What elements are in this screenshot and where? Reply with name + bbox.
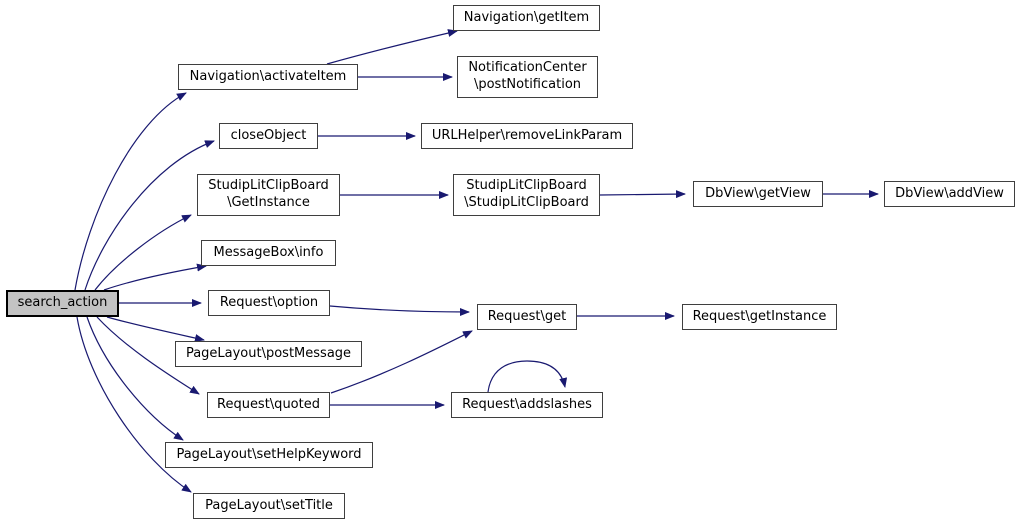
node-label: StudipLitClipBoard \StudipLitClipBoard xyxy=(464,178,589,210)
node-label: Request\addslashes xyxy=(462,396,592,412)
node-request-option[interactable]: Request\option xyxy=(208,290,330,316)
node-label: Request\getInstance xyxy=(692,308,827,324)
edge-searchaction-messageboxinfo xyxy=(103,263,207,291)
edge-searchaction-settitle xyxy=(76,316,192,493)
node-request-addslashes[interactable]: Request\addslashes xyxy=(451,392,603,418)
edge-addslashes-selfloop xyxy=(487,360,568,393)
edge-studiplitclipboard-getview xyxy=(599,190,686,199)
node-studiplitclipboard-studiplitclipboard[interactable]: StudipLitClipBoard \StudipLitClipBoard xyxy=(453,174,600,216)
edge-searchaction-closeobject xyxy=(84,140,215,291)
edge-activateitem-getitem xyxy=(326,29,458,65)
node-label: NotificationCenter \postNotification xyxy=(468,60,587,92)
node-urlhelper-removelinkparam[interactable]: URLHelper\removeLinkParam xyxy=(421,123,633,149)
node-pagelayout-sethelpkeyword[interactable]: PageLayout\setHelpKeyword xyxy=(165,442,373,468)
node-messagebox-info[interactable]: MessageBox\info xyxy=(201,240,336,266)
node-label: Request\option xyxy=(219,294,319,310)
edge-searchaction-postmessage xyxy=(106,316,205,342)
node-label: DbView\getView xyxy=(705,185,811,201)
edge-requestquoted-requestget xyxy=(330,330,473,394)
edge-searchaction-requestquoted xyxy=(96,316,200,395)
node-request-get[interactable]: Request\get xyxy=(477,304,577,330)
node-label: Navigation\activateItem xyxy=(189,68,347,84)
edge-searchaction-sethelpkeyword xyxy=(86,316,184,441)
node-label: Request\get xyxy=(487,308,567,324)
node-request-getinstance[interactable]: Request\getInstance xyxy=(682,304,837,330)
edge-searchaction-getinstance xyxy=(94,214,192,291)
node-studiplitclipboard-getinstance[interactable]: StudipLitClipBoard \GetInstance xyxy=(197,174,340,216)
node-label: MessageBox\info xyxy=(213,244,324,260)
node-search-action[interactable]: search_action xyxy=(6,290,119,317)
edge-searchaction-activateitem xyxy=(74,92,187,291)
node-dbview-getview[interactable]: DbView\getView xyxy=(693,181,823,207)
node-label: closeObject xyxy=(230,127,307,143)
node-label: PageLayout\setTitle xyxy=(205,497,333,513)
node-label: PageLayout\postMessage xyxy=(185,345,352,361)
node-pagelayout-settitle[interactable]: PageLayout\setTitle xyxy=(193,493,345,519)
node-label: PageLayout\setHelpKeyword xyxy=(176,446,362,462)
node-label: StudipLitClipBoard \GetInstance xyxy=(208,178,329,210)
node-label: Navigation\getItem xyxy=(463,9,590,25)
edge-requestoption-requestget xyxy=(329,305,470,316)
node-request-quoted[interactable]: Request\quoted xyxy=(207,392,330,418)
node-navigation-activateitem[interactable]: Navigation\activateItem xyxy=(178,64,358,90)
node-label: search_action xyxy=(17,295,108,311)
node-closeobject[interactable]: closeObject xyxy=(219,123,318,149)
node-label: URLHelper\removeLinkParam xyxy=(431,127,623,143)
node-navigation-getitem[interactable]: Navigation\getItem xyxy=(453,5,600,31)
node-dbview-addview[interactable]: DbView\addView xyxy=(884,181,1015,207)
node-notificationcenter-postnotification[interactable]: NotificationCenter \postNotification xyxy=(457,56,598,98)
node-pagelayout-postmessage[interactable]: PageLayout\postMessage xyxy=(175,341,362,367)
node-label: Request\quoted xyxy=(217,396,320,412)
node-label: DbView\addView xyxy=(895,185,1004,201)
